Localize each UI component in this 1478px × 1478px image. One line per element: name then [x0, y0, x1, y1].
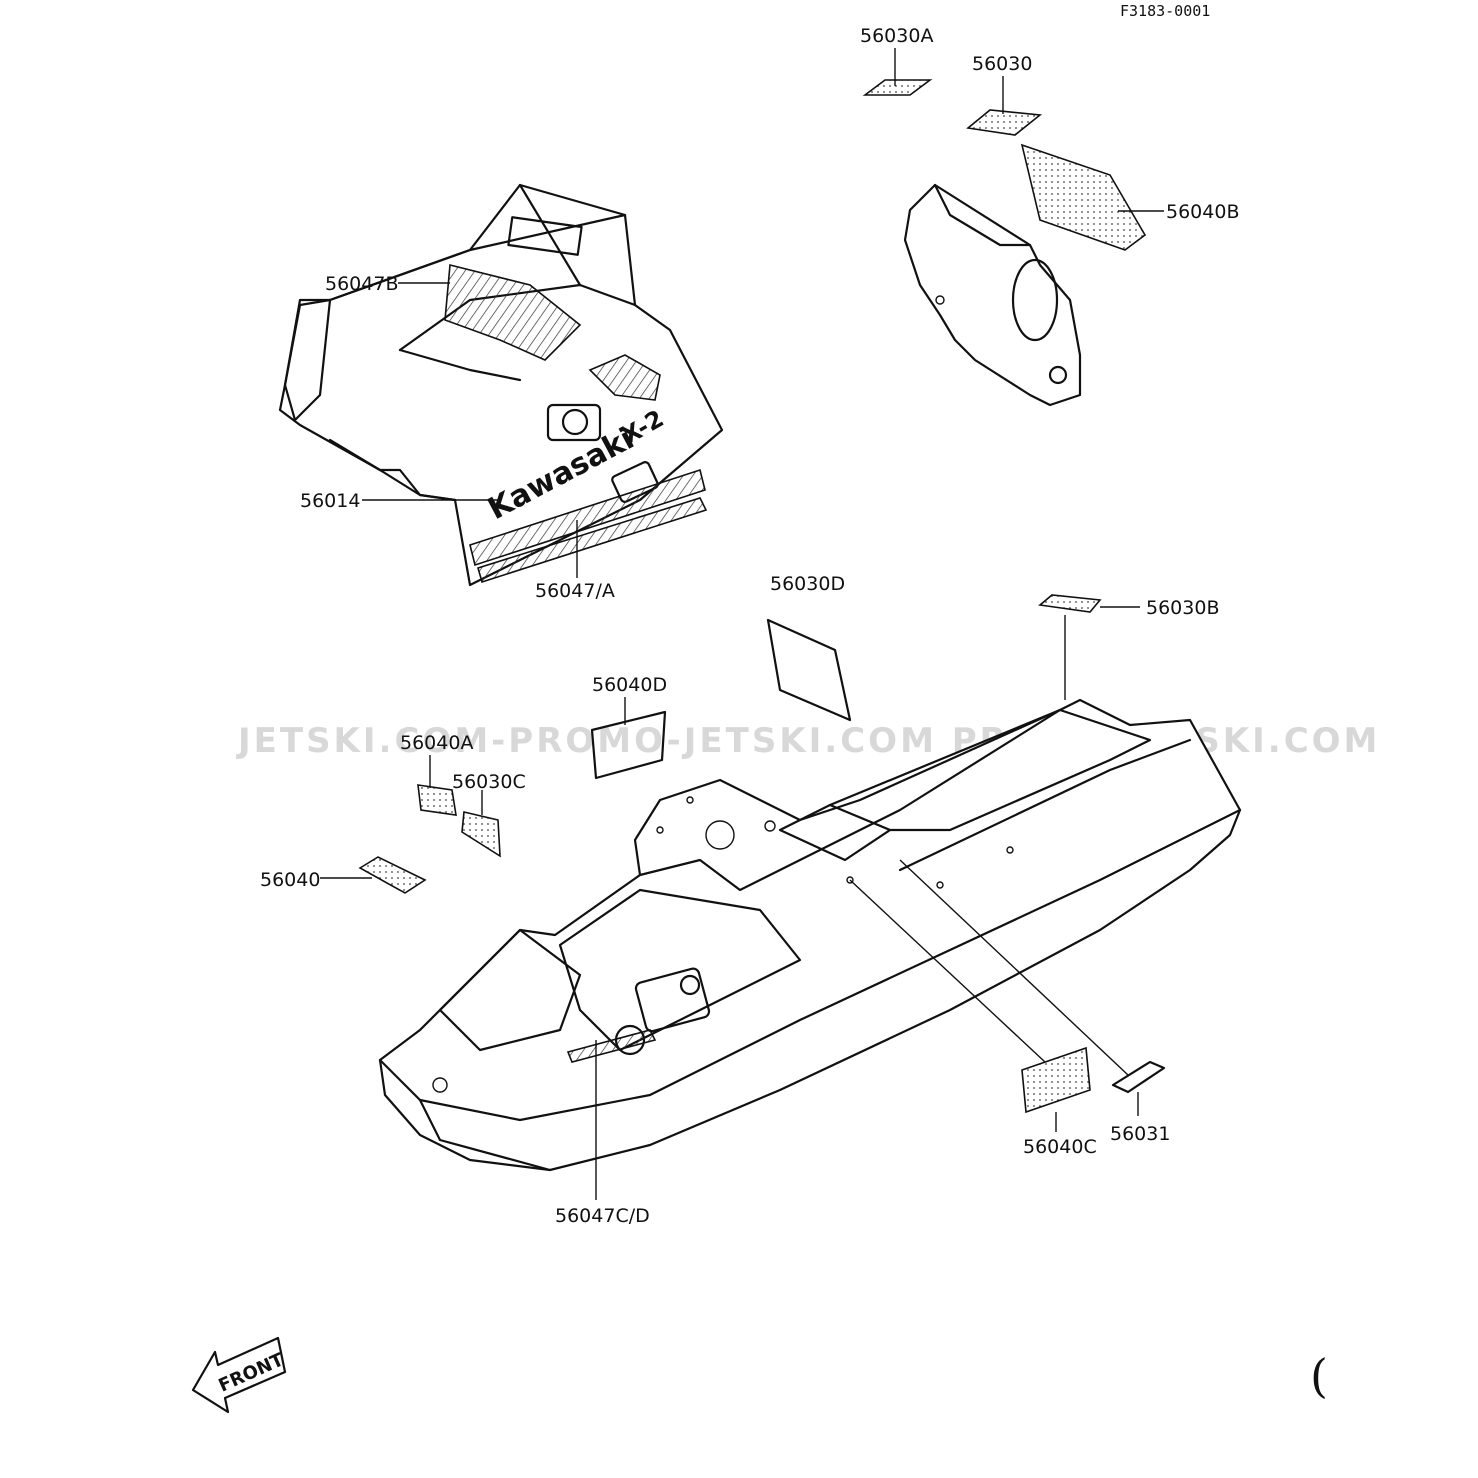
- callout-56030b: 56030B: [1146, 597, 1219, 619]
- callout-56047b: 56047B: [325, 273, 398, 295]
- callout-56030a: 56030A: [860, 25, 933, 47]
- front-arrow-icon: FRONT: [191, 1336, 288, 1414]
- callout-56047a: 56047/A: [535, 580, 615, 602]
- sticker-56030b: [1038, 594, 1102, 613]
- sticker-56030a: [862, 79, 933, 96]
- callout-56047cd: 56047C/D: [555, 1205, 650, 1227]
- sticker-56031: [1111, 1060, 1166, 1094]
- callout-56031: 56031: [1110, 1123, 1170, 1145]
- sticker-56040: [358, 856, 427, 894]
- hull-illustration: [378, 698, 1242, 1172]
- callout-56040a: 56040A: [400, 732, 473, 754]
- callout-56014: 56014: [300, 490, 360, 512]
- callout-56040d: 56040D: [592, 674, 667, 696]
- label-56040b: [1020, 143, 1147, 251]
- callout-56030: 56030: [972, 53, 1032, 75]
- corner-mark: (: [1310, 1349, 1328, 1403]
- side-cover-illustration: [903, 183, 1082, 407]
- leader-lines: [320, 48, 1164, 1200]
- sticker-56030c: [461, 811, 501, 858]
- diagram-code: F3183-0001: [1120, 2, 1210, 20]
- label-56040d: [590, 710, 667, 780]
- callout-56040c: 56040C: [1023, 1136, 1097, 1158]
- label-56030d: [766, 618, 852, 722]
- callout-56040: 56040: [260, 869, 320, 891]
- callout-56040b: 56040B: [1166, 201, 1239, 223]
- label-56040c: [1021, 1046, 1091, 1114]
- callout-56030c: 56030C: [452, 771, 526, 793]
- sticker-56040a: [417, 784, 457, 816]
- sticker-56030: [966, 109, 1043, 136]
- callout-56030d: 56030D: [770, 573, 845, 595]
- engine-hood-illustration: Kawasaki X-2: [278, 183, 724, 587]
